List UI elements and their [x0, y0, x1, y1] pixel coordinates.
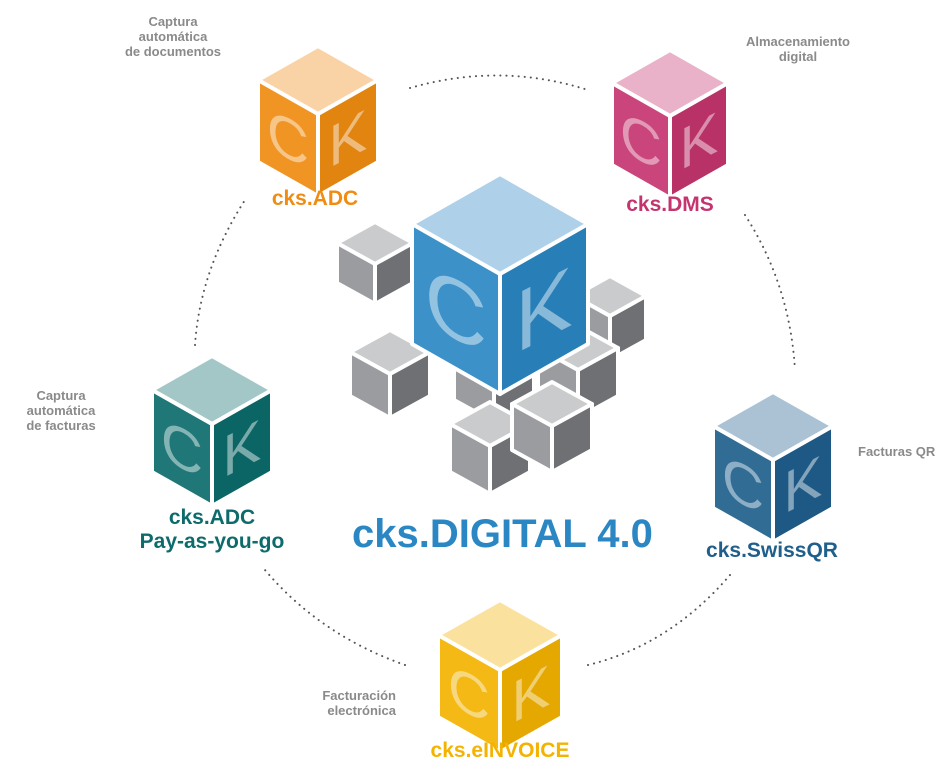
dms-description: Almacenamiento digital: [745, 34, 851, 64]
connector-dms-swissqr: [744, 214, 796, 371]
einvoice-name: cks.eINVOICE: [430, 739, 570, 762]
ring-connectors: [194, 74, 796, 666]
adc-description: Captura automática de documentos: [124, 14, 222, 59]
swissqr-name: cks.SwissQR: [706, 539, 838, 562]
cube-right-face: [771, 424, 835, 544]
cube-right-face: [498, 633, 564, 754]
connector-swissqr-einvoice: [587, 574, 731, 666]
adc-name: cks.ADC: [271, 187, 359, 210]
cube-right-face: [210, 388, 274, 508]
cube-right-face: [316, 78, 380, 198]
payg-name-line1: cks.ADC: [168, 506, 256, 529]
connector-einvoice-payg: [264, 569, 406, 666]
einvoice-description: Facturación electrónica: [322, 688, 396, 718]
connector-adc-dms: [409, 74, 589, 91]
connector-payg-adc: [194, 199, 246, 346]
swissqr-description: Facturas QR: [858, 444, 936, 459]
dms-name: cks.DMS: [626, 193, 714, 216]
cube-right-face: [668, 81, 730, 200]
payg-name-line2: Pay-as-you-go: [139, 530, 285, 553]
payg-name: cks.ADC Pay-as-you-go: [137, 506, 287, 554]
cube-right-face: [498, 222, 590, 396]
cube-right-face: [388, 350, 432, 420]
cube-right-face: [550, 402, 594, 474]
center-title: cks.DIGITAL 4.0: [352, 512, 653, 556]
payg-description: Captura automática de facturas: [26, 388, 96, 433]
